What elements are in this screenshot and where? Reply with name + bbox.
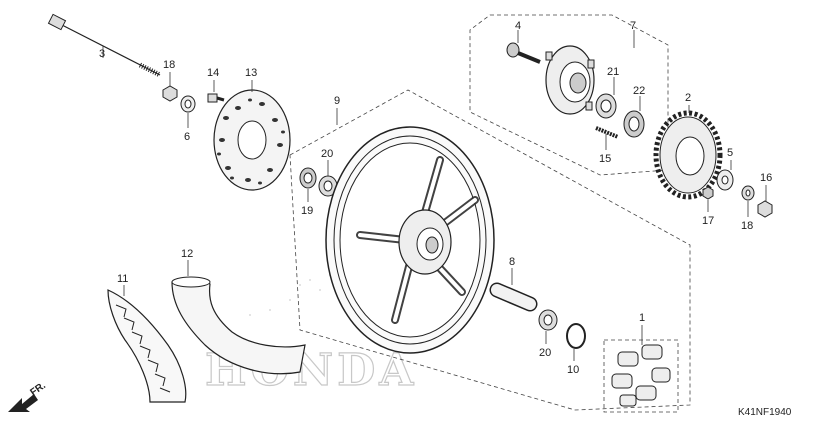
- rear-wheel: [325, 126, 495, 354]
- callout-12: 12: [181, 248, 193, 260]
- wheel-damper: [611, 344, 671, 407]
- callout-21: 21: [607, 66, 619, 78]
- callout-20-lower: 20: [539, 347, 551, 359]
- callout-18-right: 18: [741, 220, 753, 232]
- washer: [741, 185, 755, 201]
- driven-sprocket: [653, 110, 723, 200]
- front-direction-arrow: FR.: [8, 380, 48, 412]
- stud-bolt: [595, 126, 619, 139]
- callout-4: 4: [515, 20, 521, 32]
- wheel-assembly-outline: [289, 89, 691, 411]
- leader-lines: [102, 30, 767, 361]
- hub-assembly-outline: [469, 14, 669, 176]
- final-driven-flange: [545, 45, 595, 115]
- disc-bolt: [207, 93, 225, 103]
- callout-15: 15: [599, 153, 611, 165]
- callout-11: 11: [117, 273, 128, 285]
- callout-22: 22: [633, 85, 645, 97]
- callout-17: 17: [702, 215, 714, 227]
- callout-19: 19: [301, 205, 313, 217]
- rear-axle-nut: [757, 200, 773, 218]
- reference-code: K41NF1940: [738, 407, 792, 418]
- flange-stud: [506, 42, 541, 64]
- callout-14: 14: [207, 67, 219, 79]
- callout-10: 10: [567, 364, 579, 376]
- callout-5: 5: [727, 147, 733, 159]
- axle: [47, 13, 162, 78]
- damper-outline: [603, 339, 679, 413]
- brake-disc: [213, 89, 291, 191]
- callout-18: 18: [163, 59, 175, 71]
- sprocket-collar: [716, 169, 734, 191]
- o-ring: [566, 323, 586, 349]
- callout-6: 6: [184, 131, 190, 143]
- flange-bearing: [595, 93, 617, 119]
- bearing-upper: [318, 175, 338, 197]
- callout-3: 3: [99, 48, 105, 60]
- rear-tire: [107, 289, 187, 403]
- callout-labels: 3 18 6 14 13 9 20 19 4 7 21 22 15 2 5 17…: [99, 20, 772, 376]
- sprocket-nut: [702, 186, 714, 200]
- callout-7: 7: [630, 20, 636, 32]
- collar: [180, 95, 196, 113]
- axle-nut: [162, 85, 178, 102]
- bearing-lower: [538, 309, 558, 331]
- callout-2: 2: [685, 92, 691, 104]
- distance-collar: [489, 282, 538, 312]
- callout-13: 13: [245, 67, 257, 79]
- svg-text:FR.: FR.: [28, 380, 48, 398]
- inner-tube: [171, 276, 306, 375]
- oil-seal: [623, 110, 645, 138]
- callout-1: 1: [639, 312, 645, 324]
- callout-20: 20: [321, 148, 333, 160]
- callout-8: 8: [509, 256, 515, 268]
- callout-16: 16: [760, 172, 772, 184]
- callout-9: 9: [334, 95, 340, 107]
- bearing-left: [299, 167, 317, 189]
